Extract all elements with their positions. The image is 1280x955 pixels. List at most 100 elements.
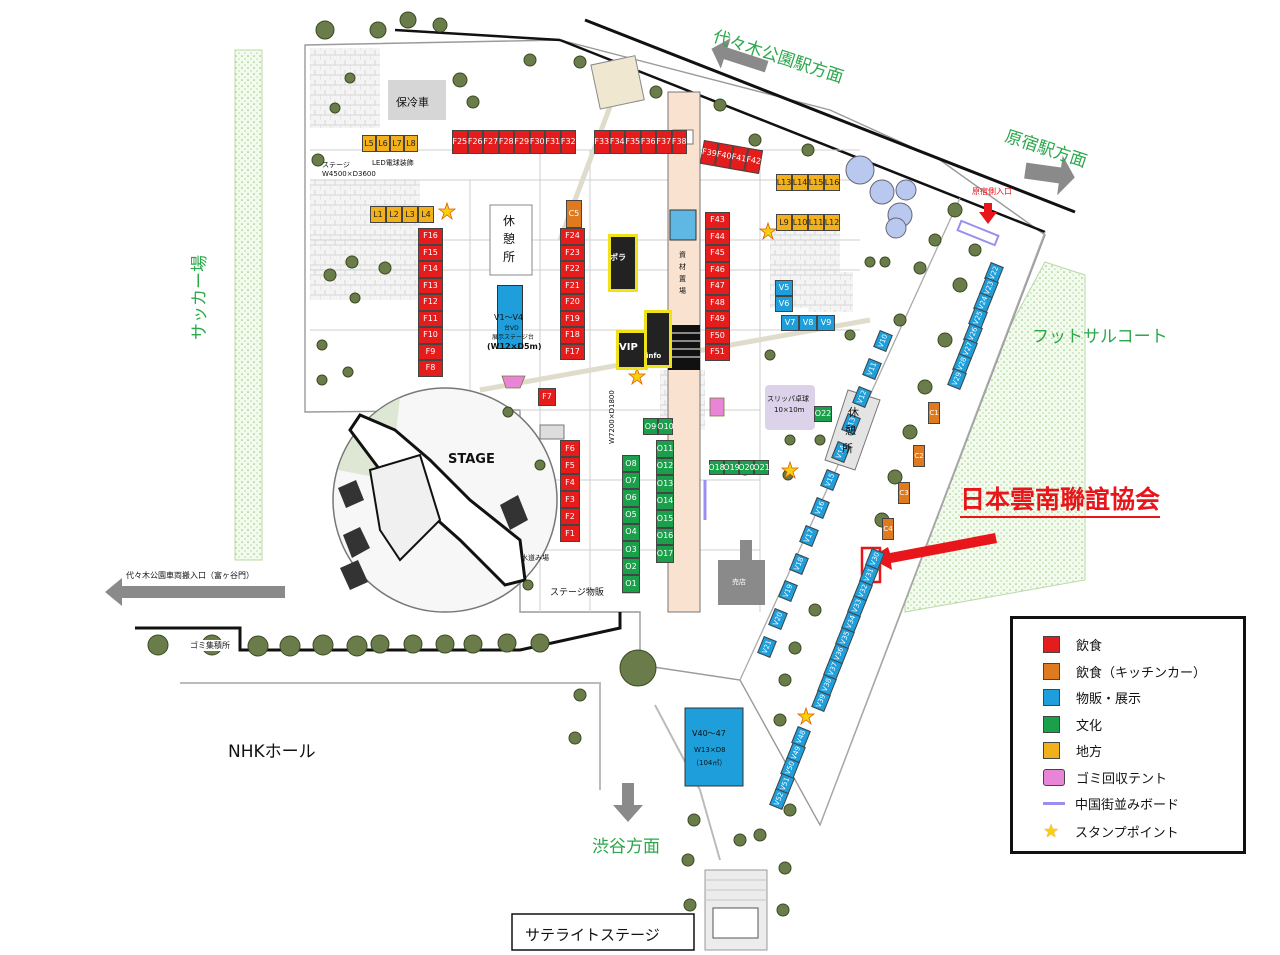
booth-f18[interactable]: F18: [560, 327, 585, 344]
booth-f17[interactable]: F17: [560, 343, 585, 360]
booth-l7[interactable]: L7: [390, 135, 404, 152]
booth-o18[interactable]: O18: [708, 460, 725, 475]
booth-l9[interactable]: L9: [776, 214, 792, 231]
booth-f38[interactable]: F38: [671, 130, 687, 154]
booth-l5[interactable]: L5: [362, 135, 376, 152]
booth-f7[interactable]: F7: [538, 388, 556, 406]
booth-l13[interactable]: L13: [776, 174, 792, 191]
booth-f12[interactable]: F12: [418, 294, 443, 311]
booth-f15[interactable]: F15: [418, 244, 443, 261]
booth-o21[interactable]: O21: [753, 460, 770, 475]
booth-o7[interactable]: O7: [622, 472, 640, 490]
booth-f36[interactable]: F36: [640, 130, 656, 154]
booth-f33[interactable]: F33: [594, 130, 610, 154]
booth-f4[interactable]: F4: [560, 474, 580, 491]
booth-f25[interactable]: F25: [452, 130, 468, 154]
booth-f43[interactable]: F43: [705, 212, 730, 229]
booth-o1[interactable]: O1: [622, 575, 640, 593]
booth-v6[interactable]: V6: [775, 296, 793, 312]
booth-f5[interactable]: F5: [560, 457, 580, 474]
booth-o9[interactable]: O9: [643, 418, 658, 435]
booth-f19[interactable]: F19: [560, 310, 585, 327]
booth-o14[interactable]: O14: [656, 492, 674, 510]
booth-f28[interactable]: F28: [498, 130, 514, 154]
booth-o15[interactable]: O15: [656, 510, 674, 528]
info-booth[interactable]: [644, 310, 672, 368]
booth-f20[interactable]: F20: [560, 294, 585, 311]
pora-booth[interactable]: [608, 234, 638, 292]
booth-f51[interactable]: F51: [705, 344, 730, 361]
society-label: 日本雲南聯誼協会: [960, 480, 1161, 518]
booth-f13[interactable]: F13: [418, 277, 443, 294]
booth-l8[interactable]: L8: [404, 135, 418, 152]
booth-v7[interactable]: V7: [781, 315, 799, 331]
booth-o22[interactable]: O22: [814, 406, 832, 422]
booth-l3[interactable]: L3: [402, 206, 418, 223]
booth-o8[interactable]: O8: [622, 455, 640, 473]
booth-f47[interactable]: F47: [705, 278, 730, 295]
booth-l2[interactable]: L2: [386, 206, 402, 223]
booth-o19[interactable]: O19: [723, 460, 740, 475]
booth-f45[interactable]: F45: [705, 245, 730, 262]
tent-icon: [1043, 768, 1065, 786]
booth-f34[interactable]: F34: [609, 130, 625, 154]
booth-f1[interactable]: F1: [560, 525, 580, 542]
booth-f31[interactable]: F31: [545, 130, 561, 154]
booth-l16[interactable]: L16: [824, 174, 840, 191]
booth-f44[interactable]: F44: [705, 228, 730, 245]
booth-l10[interactable]: L10: [792, 214, 808, 231]
booth-f14[interactable]: F14: [418, 261, 443, 278]
booth-o17[interactable]: O17: [656, 545, 674, 563]
booth-o6[interactable]: O6: [622, 489, 640, 507]
booth-f22[interactable]: F22: [560, 261, 585, 278]
booth-l11[interactable]: L11: [808, 214, 824, 231]
booth-f48[interactable]: F48: [705, 294, 730, 311]
booth-f21[interactable]: F21: [560, 277, 585, 294]
booth-f6[interactable]: F6: [560, 440, 580, 457]
booth-c1[interactable]: C1: [928, 402, 940, 424]
booth-f37[interactable]: F37: [656, 130, 672, 154]
booth-l1[interactable]: L1: [370, 206, 386, 223]
booth-f23[interactable]: F23: [560, 244, 585, 261]
booth-f11[interactable]: F11: [418, 310, 443, 327]
booth-o12[interactable]: O12: [656, 457, 674, 475]
booth-o5[interactable]: O5: [622, 506, 640, 524]
booth-f8[interactable]: F8: [418, 360, 443, 377]
booth-v8[interactable]: V8: [799, 315, 817, 331]
booth-l14[interactable]: L14: [792, 174, 808, 191]
booth-l4[interactable]: L4: [418, 206, 434, 223]
booth-f32[interactable]: F32: [560, 130, 576, 154]
booth-f30[interactable]: F30: [529, 130, 545, 154]
booth-c3[interactable]: C3: [898, 482, 910, 504]
booth-o2[interactable]: O2: [622, 558, 640, 576]
booth-f26[interactable]: F26: [467, 130, 483, 154]
booth-f9[interactable]: F9: [418, 343, 443, 360]
booth-c4[interactable]: C4: [882, 518, 894, 540]
booth-f50[interactable]: F50: [705, 327, 730, 344]
booth-c5[interactable]: C5: [566, 200, 582, 228]
booth-o16[interactable]: O16: [656, 527, 674, 545]
booth-l12[interactable]: L12: [824, 214, 840, 231]
booth-f29[interactable]: F29: [514, 130, 530, 154]
booth-f24[interactable]: F24: [560, 228, 585, 245]
booth-f10[interactable]: F10: [418, 327, 443, 344]
booth-v9[interactable]: V9: [817, 315, 835, 331]
booth-o20[interactable]: O20: [738, 460, 755, 475]
booth-f2[interactable]: F2: [560, 508, 580, 525]
booth-f3[interactable]: F3: [560, 491, 580, 508]
booth-f16[interactable]: F16: [418, 228, 443, 245]
booth-f49[interactable]: F49: [705, 311, 730, 328]
booth-o10[interactable]: O10: [657, 418, 674, 435]
booth-l15[interactable]: L15: [808, 174, 824, 191]
booth-f27[interactable]: F27: [483, 130, 499, 154]
booth-l6[interactable]: L6: [376, 135, 390, 152]
booth-o13[interactable]: O13: [656, 475, 674, 493]
booth-v1-v4[interactable]: [497, 285, 523, 349]
booth-o11[interactable]: O11: [656, 440, 674, 458]
booth-v5[interactable]: V5: [775, 280, 793, 296]
booth-c2[interactable]: C2: [913, 445, 925, 467]
booth-o3[interactable]: O3: [622, 540, 640, 559]
booth-o4[interactable]: O4: [622, 523, 640, 541]
booth-f46[interactable]: F46: [705, 261, 730, 278]
booth-f35[interactable]: F35: [625, 130, 641, 154]
